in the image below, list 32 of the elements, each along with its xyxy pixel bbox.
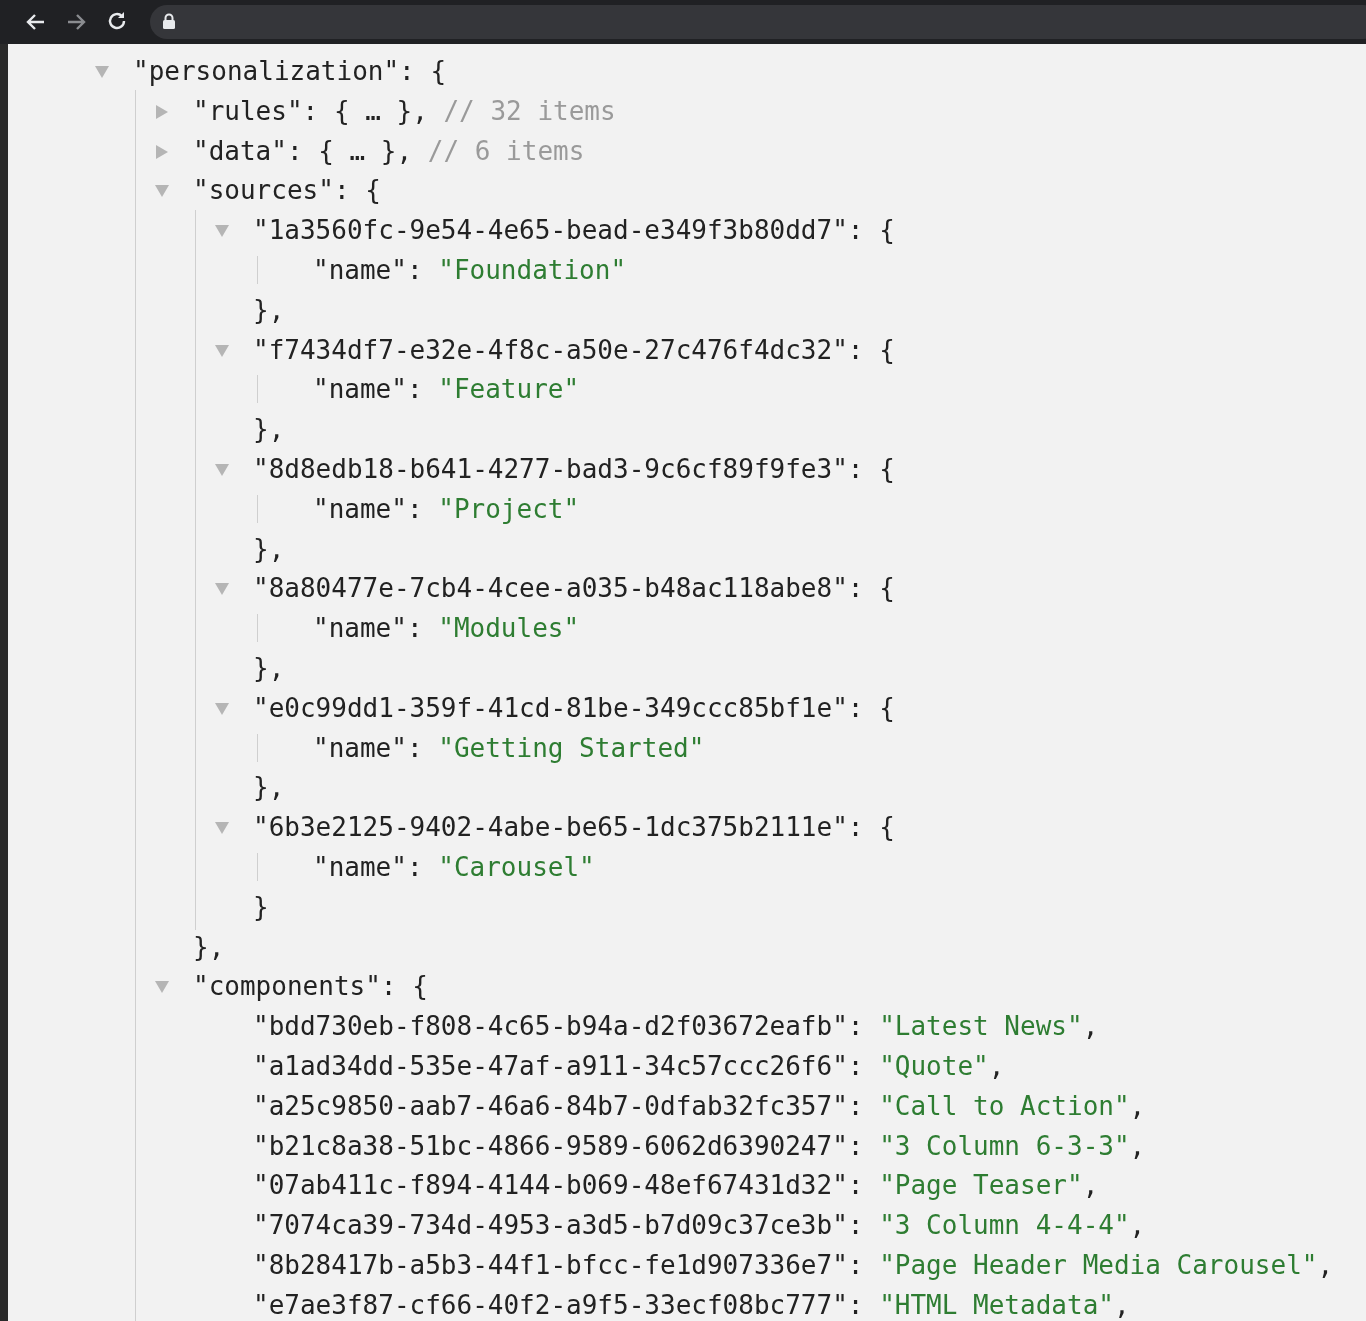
json-line: "f7434df7-e32e-4f8c-a50e-27c476f4dc32": {	[253, 333, 895, 366]
json-line: "8b28417b-a5b3-44f1-bfcc-fe1d907336e7": "Page Header Media Carousel",	[253, 1249, 1334, 1281]
json-line: "name": "Foundation"	[313, 254, 627, 286]
json-line: "name": "Getting Started"	[313, 731, 705, 764]
json-line: },	[253, 652, 285, 684]
json-line: "8d8edb18-b641-4277-bad3-9c6cf89f9fe3": {	[253, 453, 895, 485]
json-line: "7074ca39-734d-4953-a3d5-b7d09c37ce3b": "3 Column 4-4-4",	[253, 1209, 1146, 1242]
json-line: "e7ae3f87-cf66-40f2-a9f5-33ecf08bc777": "HTML Metadata",	[253, 1288, 1130, 1321]
json-line: },	[253, 771, 285, 804]
json-line: "name": "Carousel"	[313, 851, 595, 883]
json-line: "sources": {	[193, 174, 381, 207]
json-line: "a25c9850-aab7-46a6-84b7-0dfab32fc357": "Call to Action",	[253, 1089, 1146, 1122]
json-line: }	[253, 890, 269, 923]
json-line: "6b3e2125-9402-4abe-be65-1dc375b2111e": {	[253, 811, 895, 844]
json-line: "e0c99dd1-359f-41cd-81be-349ccc85bf1e": {	[253, 691, 895, 724]
json-line: },	[253, 413, 285, 446]
json-line: "personalization": {	[133, 55, 447, 87]
json-line: },	[253, 532, 285, 565]
json-line: "8a80477e-7cb4-4cee-a035-b48ac118abe8": {	[253, 572, 895, 605]
json-line: "a1ad34dd-535e-47af-a911-34c57ccc26f6": "Quote",	[253, 1050, 1005, 1082]
json-line: "name": "Modules"	[313, 612, 580, 645]
json-line: "b21c8a38-51bc-4866-9589-6062d6390247": "3 Column 6-3-3",	[253, 1129, 1146, 1162]
json-line: },	[253, 293, 285, 326]
json-line: "components": {	[193, 970, 428, 1003]
json-line: "07ab411c-f894-4144-b069-48ef67431d32": "Page Teaser",	[253, 1169, 1099, 1202]
json-line: "bdd730eb-f808-4c65-b94a-d2f03672eafb": "Latest News",	[253, 1010, 1099, 1043]
json-line: "name": "Project"	[313, 492, 580, 525]
json-line: "name": "Feature"	[313, 373, 580, 406]
json-line: "data": { … }, // 6 items	[193, 134, 585, 167]
json-line: "1a3560fc-9e54-4e65-bead-e349f3b80dd7": {	[253, 214, 895, 247]
json-line: "rules": { … }, // 32 items	[193, 94, 616, 127]
json-line: },	[193, 930, 225, 963]
